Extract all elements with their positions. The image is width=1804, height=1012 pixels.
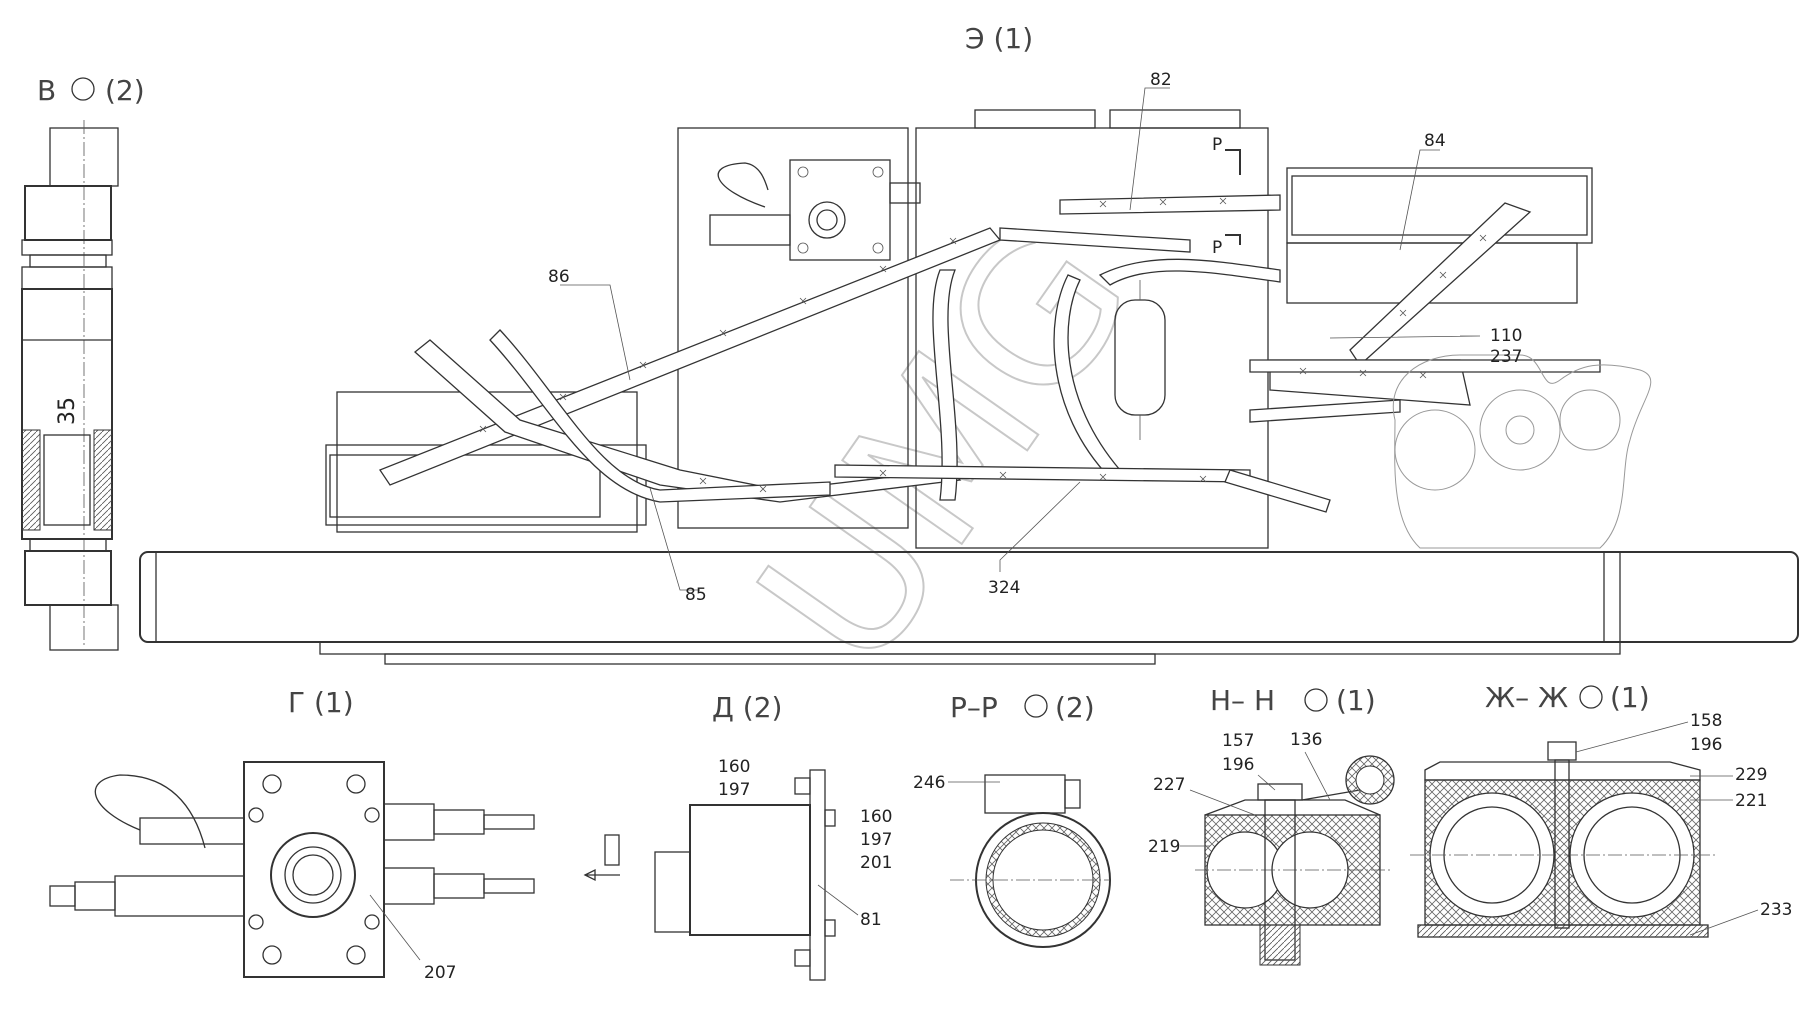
dimension-35: 35	[55, 397, 80, 425]
section-mark-p-bottom: Р	[1212, 238, 1222, 258]
cylinder-top-right	[1286, 167, 1593, 244]
callout-221: 221	[1735, 791, 1767, 811]
callout-197-b: 197	[860, 830, 892, 850]
section-rr: Р–Р (2) 246	[913, 691, 1111, 948]
section-rr-title: Р–Р	[950, 691, 998, 724]
section-zhzh: Ж– Ж (1) 158 196 229 221 233	[1410, 681, 1792, 938]
callout-157: 157	[1222, 731, 1254, 751]
section-nn: Н– Н (1) 157 196 136 227 219	[1148, 684, 1395, 966]
callout-81: 81	[860, 910, 882, 930]
callout-246: 246	[913, 773, 945, 793]
main-view: Э (1)	[139, 22, 1799, 665]
callout-158: 158	[1690, 711, 1722, 731]
callout-201: 201	[860, 853, 892, 873]
callout-207: 207	[424, 963, 456, 983]
valve-block-main	[789, 159, 891, 261]
section-zhzh-title: Ж– Ж	[1485, 681, 1568, 714]
view-v: В (2) 35	[21, 74, 145, 651]
pump-assembly	[1392, 354, 1652, 549]
rotation-icon	[71, 77, 95, 101]
section-nn-scale: (1)	[1336, 684, 1376, 717]
callout-219: 219	[1148, 837, 1180, 857]
callout-86: 86	[548, 267, 570, 287]
section-nn-title: Н– Н	[1210, 684, 1275, 717]
callout-196-b: 196	[1690, 735, 1722, 755]
callout-84: 84	[1424, 131, 1446, 151]
rotation-icon	[1304, 688, 1328, 712]
view-v-title: В	[37, 74, 56, 107]
callout-196-a: 196	[1222, 755, 1254, 775]
view-d-title: Д (2)	[712, 691, 782, 724]
callout-233: 233	[1760, 900, 1792, 920]
callout-82: 82	[1150, 70, 1172, 90]
callout-227: 227	[1153, 775, 1185, 795]
rotation-icon	[1579, 685, 1603, 709]
callouts-main: 82 84 86 110 237 85 324 Р Р	[548, 70, 1522, 605]
section-mark-p-top: Р	[1212, 135, 1222, 155]
view-v-scale: (2)	[105, 74, 145, 107]
callout-110: 110	[1490, 326, 1522, 346]
rotation-icon	[1024, 694, 1048, 718]
view-d: Д (2) 160 197 160 197 201 81	[654, 691, 892, 981]
tank-left	[677, 127, 909, 529]
callout-160-a: 160	[718, 757, 750, 777]
section-zhzh-scale: (1)	[1610, 681, 1650, 714]
callout-324: 324	[988, 578, 1020, 598]
valve-block-g	[243, 761, 385, 978]
callout-136: 136	[1290, 730, 1322, 750]
section-rr-scale: (2)	[1055, 691, 1095, 724]
view-g-title: Г (1)	[288, 686, 354, 719]
view-g: Г (1) 207	[49, 686, 620, 983]
accumulator	[1114, 280, 1166, 440]
callout-237: 237	[1490, 347, 1522, 367]
callout-85: 85	[685, 585, 707, 605]
callout-197-a: 197	[718, 780, 750, 800]
callout-229: 229	[1735, 765, 1767, 785]
callout-160-b: 160	[860, 807, 892, 827]
main-view-title: Э (1)	[965, 22, 1033, 55]
